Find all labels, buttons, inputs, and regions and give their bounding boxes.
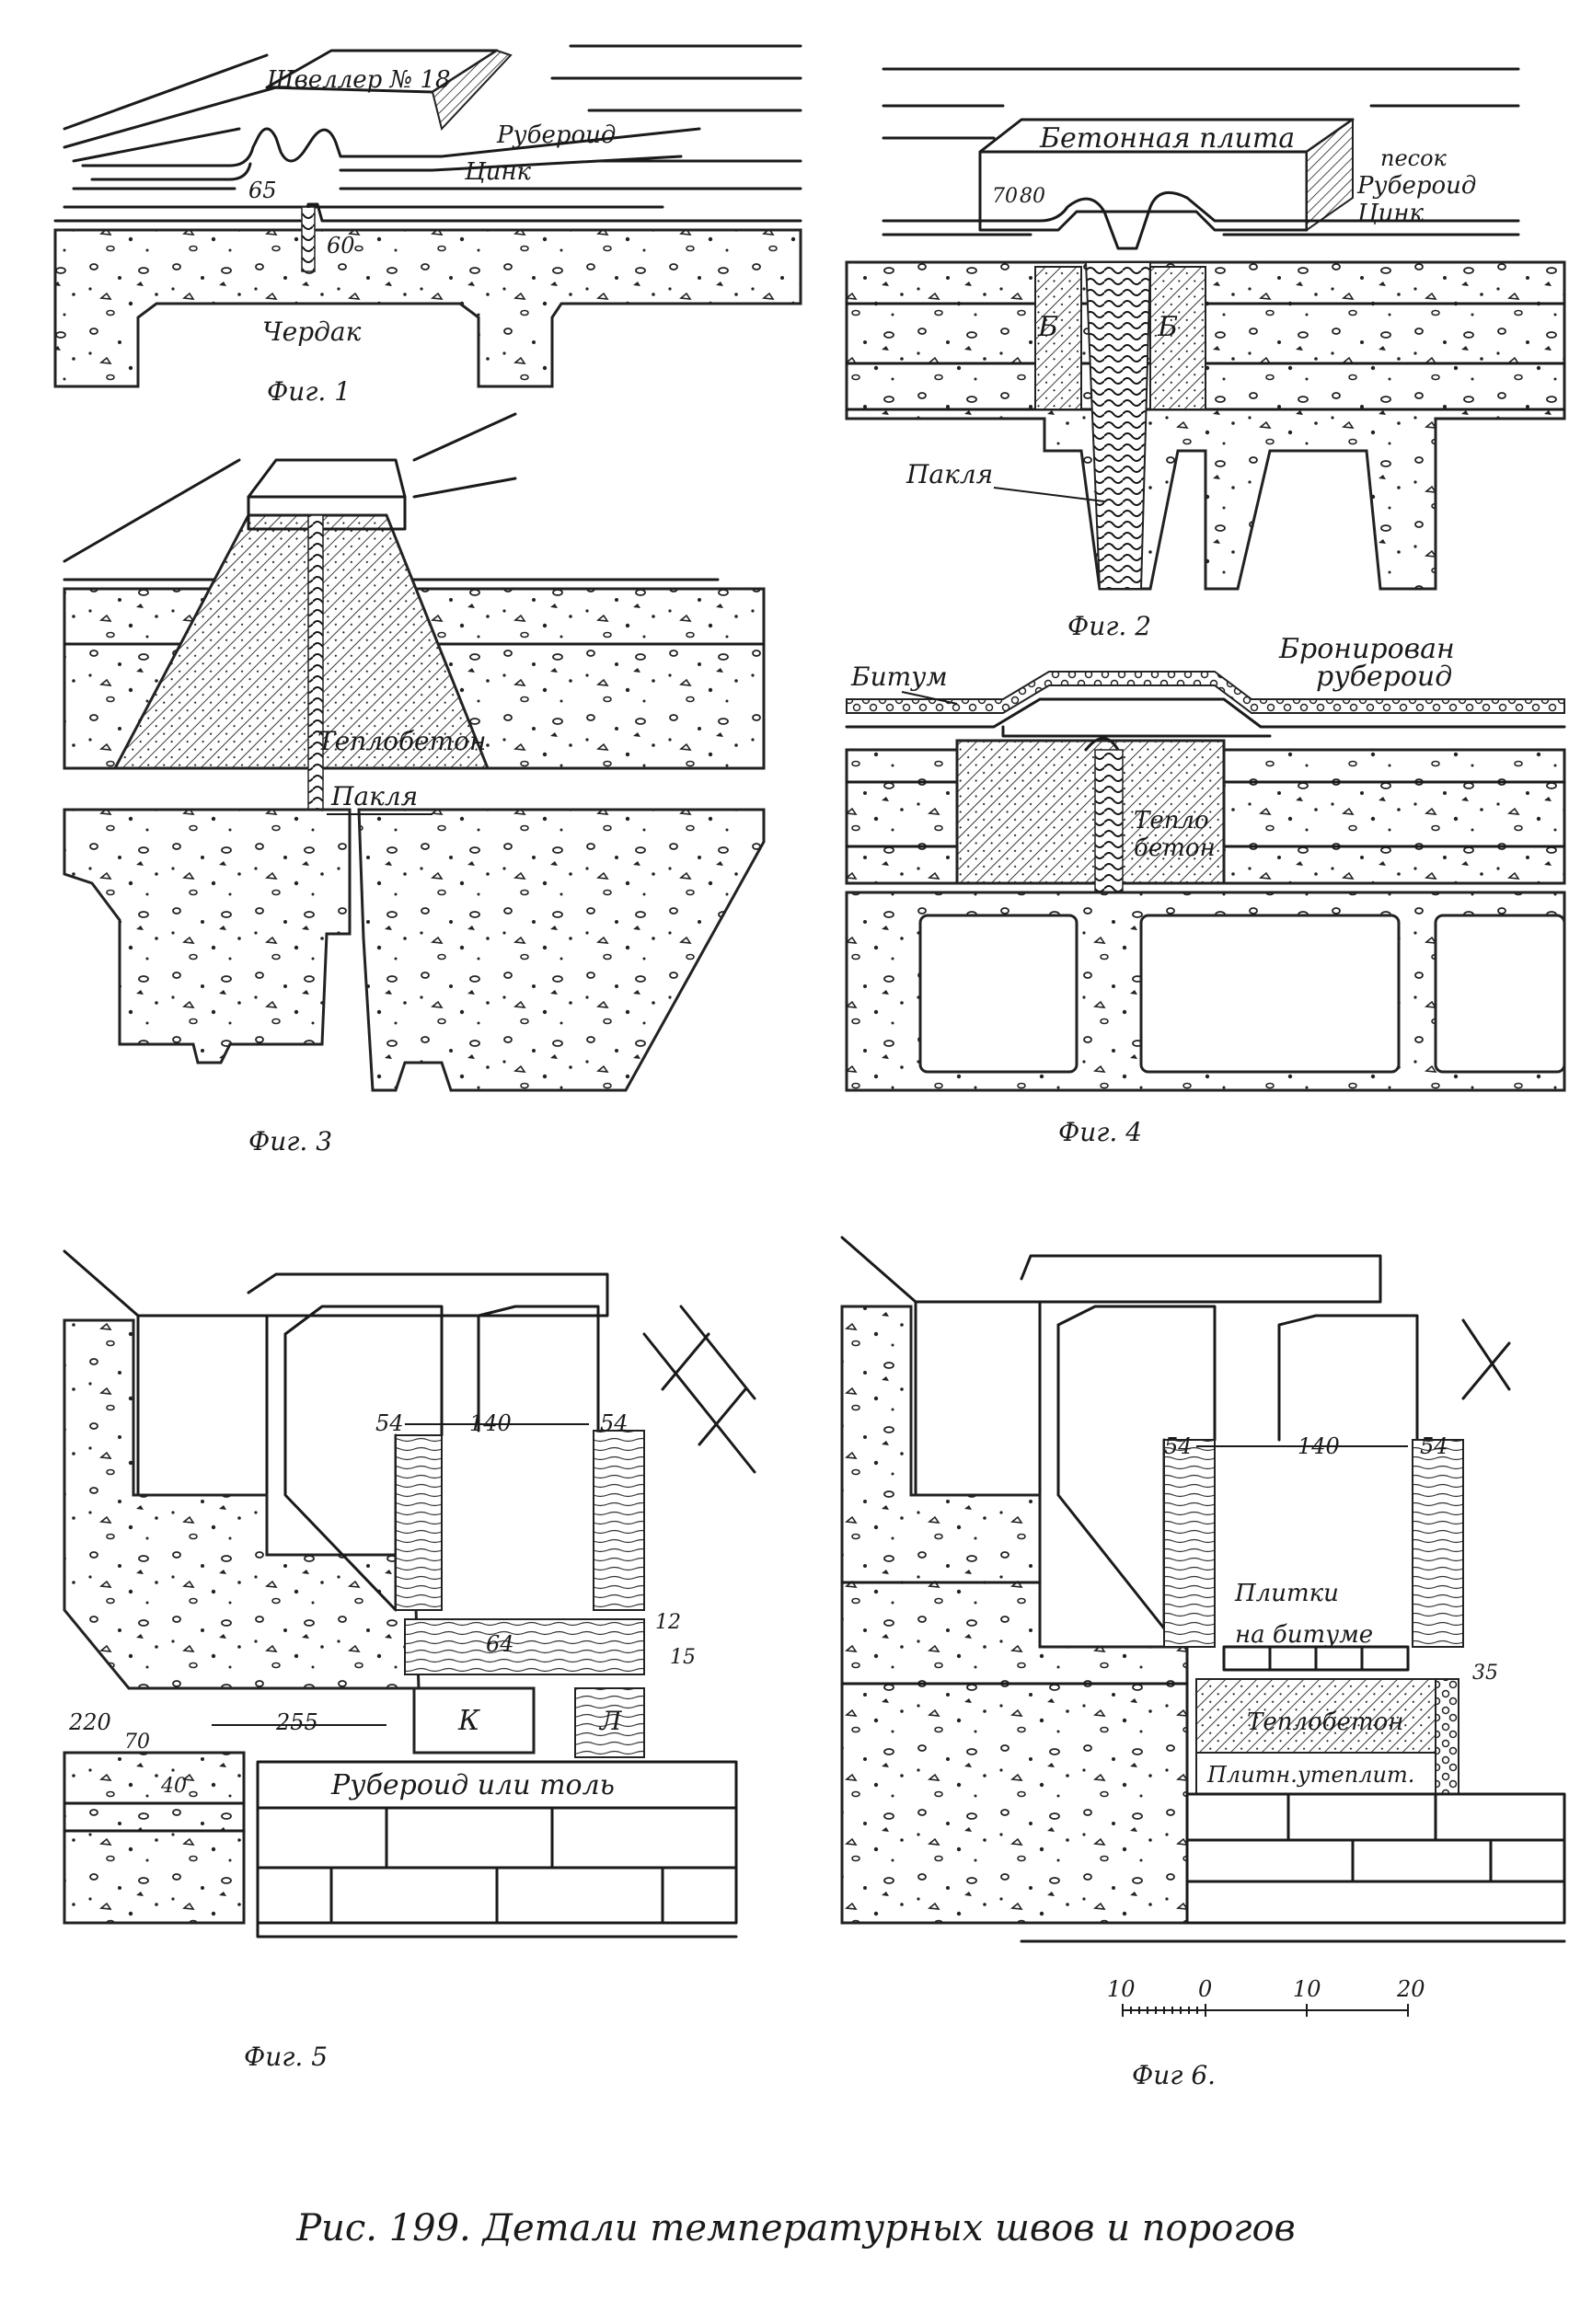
figure-3: Теплобетон Пакля Фиг. 3 (63, 412, 766, 1156)
fig5-ruberoid-label: Рубероид или толь (330, 1769, 615, 1801)
fig5-k-label: К (457, 1705, 480, 1737)
fig6-dim-54b: 54 (1420, 1433, 1448, 1459)
fig3-caption: Фиг. 3 (248, 1126, 332, 1156)
fig5-caption: Фиг. 5 (244, 2042, 328, 2072)
fig5-dim-220: 220 (68, 1709, 111, 1735)
figure-6: 54 140 54 Плитки на битуме 35 Теплобетон… (840, 1236, 1566, 2090)
scale-20: 20 (1396, 1976, 1425, 2002)
scale-0: 0 (1198, 1976, 1212, 2002)
fig6-lightweight-label: Теплобетон (1247, 1708, 1403, 1736)
fig4-light-label-1: Тепло (1134, 807, 1209, 834)
fig4-bitumen-label: Битум (850, 662, 948, 692)
fig5-dim-140: 140 (469, 1410, 512, 1436)
fig5-dim-12: 12 (655, 1611, 681, 1634)
fig5-dim-255: 255 (275, 1709, 318, 1735)
fig6-tiles-label-1: Плитки (1234, 1580, 1339, 1607)
fig5-dim-15: 15 (670, 1646, 696, 1669)
fig6-dim-140: 140 (1298, 1433, 1340, 1459)
fig2-ruberoid-label: Рубероид (1356, 172, 1476, 200)
fig2-dim-70: 70 (992, 185, 1018, 208)
fig5-dim-70: 70 (124, 1731, 150, 1754)
scale-10a: 10 (1107, 1976, 1136, 2002)
fig2-tow-label: Пакля (906, 459, 993, 489)
scale-10b: 10 (1293, 1976, 1321, 2002)
fig5-l-label: Л (598, 1706, 622, 1736)
fig5-dim-54a: 54 (375, 1410, 404, 1436)
fig5-dim-64: 64 (486, 1631, 514, 1657)
fig1-caption: Фиг. 1 (267, 376, 351, 407)
fig2-b-right: Б (1157, 311, 1178, 343)
fig1-channel-label: Швеллер № 18 (266, 66, 451, 94)
fig5-dim-40: 40 (160, 1775, 187, 1798)
fig2-caption: Фиг. 2 (1067, 611, 1151, 641)
fig2-sand-label: песок (1380, 145, 1448, 171)
main-caption: Рис. 199. Детали температурных швов и по… (295, 2207, 1296, 2249)
fig3-tow-label: Пакля (330, 781, 418, 811)
fig6-slab-label: Плитн.утеплит. (1206, 1762, 1414, 1788)
fig1-dim-65: 65 (248, 178, 277, 203)
fig6-dim-35: 35 (1472, 1662, 1498, 1685)
fig1-attic-label: Чердак (262, 316, 362, 347)
fig2-dim-80: 80 (1020, 185, 1045, 208)
fig1-ruberoid-label: Рубероид (496, 121, 616, 149)
fig3-lightweight-label: Теплобетон (317, 726, 486, 756)
fig1-dim-60: 60 (327, 233, 355, 259)
figure-2: Бетонная плита песок Рубероид Цинк 70 80… (845, 67, 1566, 641)
fig6-caption: Фиг 6. (1132, 2060, 1216, 2090)
fig2-b-left: Б (1037, 311, 1058, 343)
figure-1: Швеллер № 18 Рубероид Цинк 65 60 Чердак … (53, 44, 802, 407)
fig2-zinc-label: Цинк (1356, 200, 1425, 227)
fig2-slab-label: Бетонная плита (1039, 122, 1295, 155)
fig4-caption: Фиг. 4 (1058, 1117, 1142, 1147)
fig1-zinc-label: Цинк (464, 158, 532, 186)
fig4-armored-label-1: Бронирован (1278, 633, 1455, 665)
fig5-dim-54b: 54 (600, 1410, 629, 1436)
fig4-armored-label-2: рубероид (1316, 661, 1452, 693)
figure-5: 54 140 54 64 12 15 220 255 70 40 К Л Руб… (63, 1249, 756, 2072)
fig6-dim-54a: 54 (1164, 1433, 1193, 1459)
figure-4: Битум Бронирован рубероид Тепло бетон Фи… (845, 633, 1566, 1147)
fig6-tiles-label-2: на битуме (1235, 1621, 1373, 1649)
fig4-light-label-2: бетон (1134, 834, 1216, 862)
